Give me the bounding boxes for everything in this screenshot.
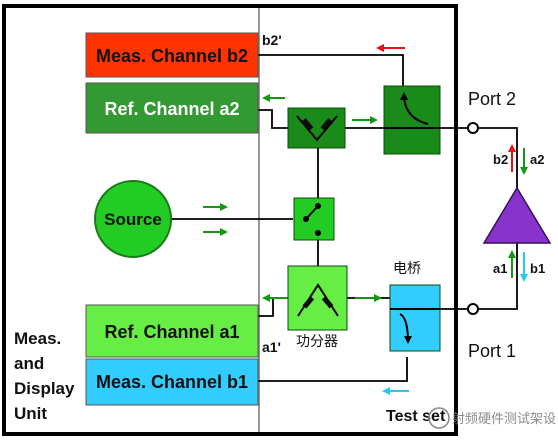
watermark-text: 射频硬件测试架设 <box>452 411 556 426</box>
port2-connector <box>467 122 479 134</box>
port1-label: Port 1 <box>468 341 516 361</box>
a1-prime-label: a1' <box>262 339 281 355</box>
meas-channel-b2-label: Meas. Channel b2 <box>96 46 248 66</box>
meas-channel-b2-block <box>85 32 259 78</box>
source-switch <box>293 197 335 241</box>
ref-channel-a1-block <box>85 304 259 358</box>
b2-wave-label: b2 <box>493 152 508 167</box>
b1-wave-label: b1 <box>530 261 545 276</box>
b2-prime-label: b2' <box>262 32 282 48</box>
ref-channel-a2-block <box>85 82 259 134</box>
port1-coupler <box>389 284 441 352</box>
port1-connector <box>467 303 479 315</box>
instrument-frame <box>2 4 458 436</box>
ref-channel-a2-label: Ref. Channel a2 <box>104 99 239 119</box>
port2-label: Port 2 <box>468 89 516 109</box>
meas-channel-b1-block <box>85 358 259 406</box>
a2-wave-label: a2 <box>530 152 544 167</box>
display-unit-line-1: Meas. <box>14 329 61 348</box>
upper-power-splitter <box>287 107 346 149</box>
display-unit-line-4: Unit <box>14 404 47 423</box>
watermark-icon <box>428 407 450 429</box>
display-unit-line-3: Display <box>14 379 75 398</box>
display-unit-label: Meas. and Display Unit <box>14 329 75 423</box>
a1-wave-label: a1 <box>493 261 507 276</box>
dut-triangle <box>482 186 552 244</box>
wiring <box>166 54 518 382</box>
splitter-label: 功分器 <box>296 333 338 349</box>
lower-power-splitter <box>287 265 348 331</box>
bridge-label: 电桥 <box>393 260 421 276</box>
source-label: Source <box>104 210 162 229</box>
test-set-label: Test set <box>386 408 446 425</box>
signal-arrows <box>203 44 528 395</box>
source-circle <box>94 180 172 258</box>
display-unit-line-2: and <box>14 354 44 373</box>
ref-channel-a1-label: Ref. Channel a1 <box>104 322 239 342</box>
meas-channel-b1-label: Meas. Channel b1 <box>96 372 248 392</box>
watermark: 射频硬件测试架设 <box>428 407 556 429</box>
port2-coupler <box>383 85 441 155</box>
